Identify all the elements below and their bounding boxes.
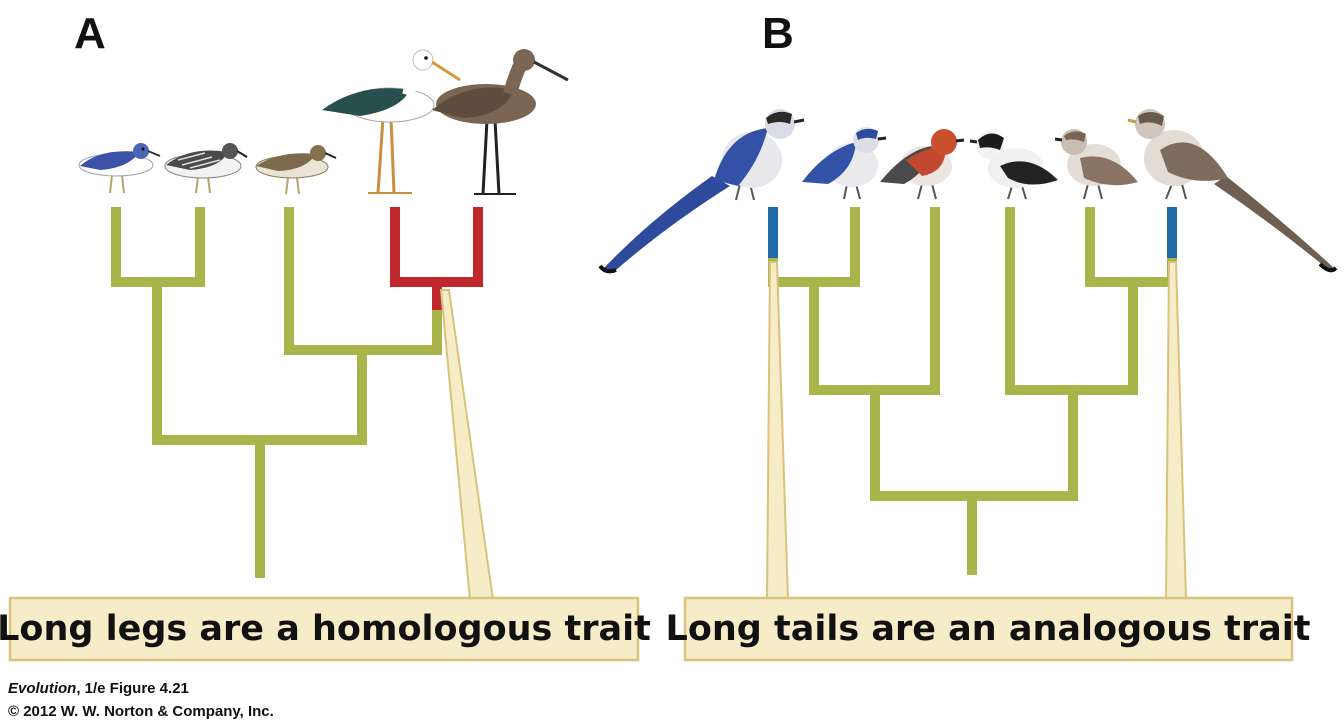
callout-pointer-b-right (1164, 261, 1188, 601)
branch (1005, 207, 1138, 395)
edition-figure: , 1/e Figure 4.21 (76, 680, 189, 697)
copyright-notice: © 2012 W. W. Norton & Company, Inc. (8, 703, 274, 720)
branch (870, 390, 1078, 501)
callout-text-a: Long legs are a homologous trait (0, 609, 651, 649)
tree-b (768, 207, 1177, 575)
branch (284, 207, 442, 355)
bird-a-4-white-stilt (322, 49, 461, 194)
tree-a (111, 207, 483, 578)
branch (809, 207, 940, 395)
callout-pointer-a (439, 289, 495, 601)
bird-a-5-brown-godwit (432, 49, 569, 195)
branch (1085, 207, 1177, 287)
bird-b-6-long-tailed-brown-bird (1127, 109, 1338, 273)
bird-a-2-striped-sandpiper (164, 143, 248, 194)
panel-label-b: B (762, 9, 794, 58)
long-legs-branch (390, 207, 483, 287)
branch (111, 207, 205, 287)
bird-b-3-red-bird (880, 129, 965, 200)
branch (152, 282, 367, 445)
book-title: Evolution (8, 680, 77, 697)
bird-b-2-blue-bird (802, 127, 887, 200)
bird-b-4-black-capped-bird (969, 131, 1058, 200)
figure-credit: Evolution, 1/e Figure 4.21 (8, 680, 189, 697)
callout-a: Long legs are a homologous trait (0, 596, 651, 662)
bird-b-5-brown-sparrow (1054, 129, 1138, 200)
bird-b-1-long-tailed-blue-bird (598, 109, 805, 274)
bird-a-1-blue-sandpiper (78, 143, 161, 194)
branch (768, 207, 860, 287)
callout-text-b: Long tails are an analogous trait (666, 609, 1311, 649)
callout-pointer-b-left (765, 261, 790, 601)
callout-b: Long tails are an analogous trait (666, 596, 1311, 662)
bird-a-3-brown-sandpiper (255, 145, 337, 195)
panel-label-a: A (74, 9, 106, 58)
